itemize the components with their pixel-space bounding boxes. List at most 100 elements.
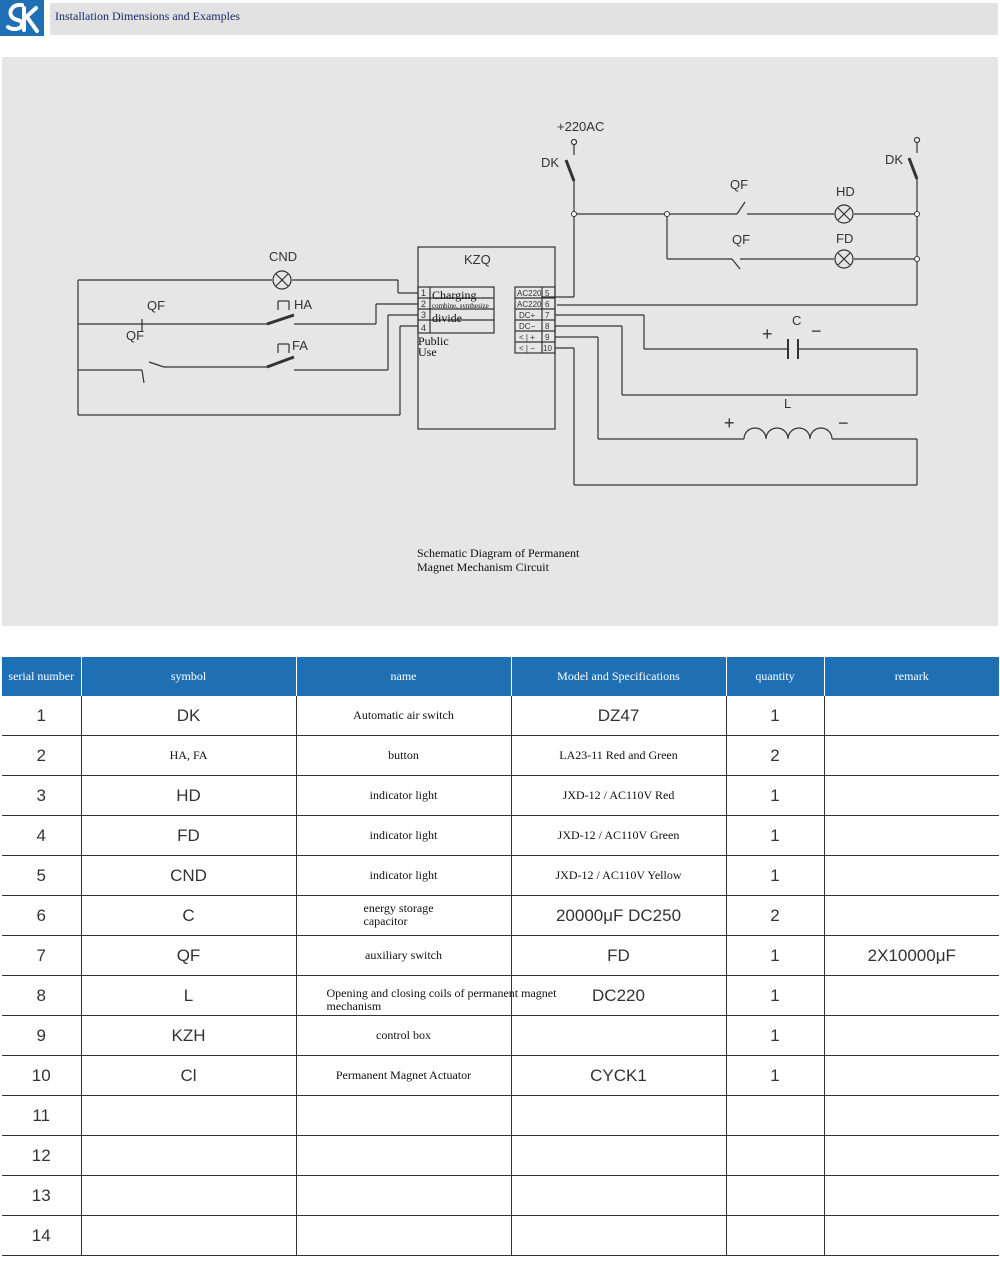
qf-mid-label: QF — [732, 232, 750, 247]
cell-quantity: 1 — [726, 975, 825, 1016]
table-row: 3 HD indicator light JXD-12 / AC110V Red… — [2, 775, 999, 816]
cell-quantity: 2 — [726, 735, 825, 776]
qf-left2-label: QF — [126, 328, 144, 343]
qf-top-label: QF — [730, 177, 748, 192]
cell-remark — [824, 1175, 999, 1216]
kzq-label: KZQ — [464, 252, 491, 267]
cell-symbol: FD — [81, 815, 297, 856]
cell-quantity: 2 — [726, 895, 825, 936]
cell-name: energy storage capacitor — [296, 895, 512, 936]
l-label: L — [784, 396, 791, 411]
table-row: 2 HA, FA button LA23-11 Red and Green 2 — [2, 735, 999, 776]
kzq-right-num-9: 9 — [545, 333, 550, 342]
cell-symbol: HD — [81, 775, 297, 816]
kzq-left-terminal-2: 2 — [421, 299, 426, 309]
kzq-text-combine: combine, synthesize — [432, 302, 489, 310]
table-row: 1 DK Automatic air switch DZ47 1 — [2, 696, 999, 736]
kzq-right-num-10: 10 — [543, 344, 552, 353]
company-logo — [0, 0, 44, 36]
cell-remark — [824, 1215, 999, 1256]
table-row: 5 CND indicator light JXD-12 / AC110V Ye… — [2, 855, 999, 896]
cell-symbol — [81, 1135, 297, 1176]
cell-symbol — [81, 1095, 297, 1136]
cell-remark — [824, 1095, 999, 1136]
table-row: 9 KZH control box 1 — [2, 1015, 999, 1056]
cell-remark — [824, 815, 999, 856]
cell-remark — [824, 1055, 999, 1096]
fd-label: FD — [836, 231, 853, 246]
cell-serial: 7 — [2, 935, 82, 976]
diagram-caption: Schematic Diagram of Permanent Magnet Me… — [417, 546, 579, 574]
cell-model — [511, 1015, 727, 1056]
header-model: Model and Specifications — [511, 657, 727, 696]
header-quantity: quantity — [726, 657, 825, 696]
cell-symbol: QF — [81, 935, 297, 976]
cell-quantity — [726, 1175, 825, 1216]
cell-model — [511, 1215, 727, 1256]
table-row: 8 L Opening and closing coils of permane… — [2, 975, 999, 1016]
table-row: 7 QF auxiliary switch FD 1 2X10000μF — [2, 935, 999, 976]
cell-remark — [824, 855, 999, 896]
cell-serial: 6 — [2, 895, 82, 936]
kzq-right-num-7: 7 — [545, 311, 550, 320]
header-bar: Installation Dimensions and Examples — [50, 3, 998, 35]
cell-quantity: 1 — [726, 815, 825, 856]
l-minus-label: − — [838, 413, 849, 433]
cell-serial: 12 — [2, 1135, 82, 1176]
cell-quantity: 1 — [726, 1055, 825, 1096]
cell-model — [511, 1095, 727, 1136]
kzq-right-label-9: < | + — [519, 333, 535, 342]
c-label: C — [792, 313, 801, 328]
supply-label: +220AC — [557, 119, 604, 134]
header-symbol: symbol — [81, 657, 297, 696]
cell-remark — [824, 696, 999, 736]
cell-name: control box — [296, 1015, 512, 1056]
kzq-right-label-8: DC− — [519, 322, 536, 331]
component-table: serial number symbol name Model and Spec… — [2, 657, 999, 1256]
cell-symbol — [81, 1175, 297, 1216]
cell-model: JXD-12 / AC110V Red — [511, 775, 727, 816]
cell-serial: 8 — [2, 975, 82, 1016]
cell-remark: 2X10000μF — [824, 935, 999, 976]
cell-name-text: energy storage capacitor — [363, 901, 434, 928]
table-row: 12 — [2, 1135, 999, 1176]
table-row: 10 Cl Permanent Magnet Actuator CYCK1 1 — [2, 1055, 999, 1096]
cell-quantity — [726, 1095, 825, 1136]
cell-name: Permanent Magnet Actuator — [296, 1055, 512, 1096]
kzq-right-label-5: AC220 — [517, 289, 542, 298]
cell-model: LA23-11 Red and Green — [511, 735, 727, 776]
page-header: Installation Dimensions and Examples — [0, 0, 1000, 36]
table-row: 14 — [2, 1215, 999, 1256]
table-row: 11 — [2, 1095, 999, 1136]
page-title: Installation Dimensions and Examples — [55, 9, 240, 23]
cell-model: DC220 — [511, 975, 727, 1016]
kzq-text-charging: Charging — [432, 288, 476, 302]
l-plus-label: + — [724, 413, 735, 433]
cell-serial: 14 — [2, 1215, 82, 1256]
cell-serial: 9 — [2, 1015, 82, 1056]
kzq-left-terminal-1: 1 — [421, 288, 426, 298]
dk-right-label: DK — [885, 152, 903, 167]
kzq-right-num-8: 8 — [545, 322, 550, 331]
cell-quantity: 1 — [726, 775, 825, 816]
cell-name — [296, 1175, 512, 1216]
cell-model: DZ47 — [511, 696, 727, 736]
cell-serial: 3 — [2, 775, 82, 816]
cell-name — [296, 1215, 512, 1256]
cell-symbol: L — [81, 975, 297, 1016]
dk-left-label: DK — [541, 155, 559, 170]
kzq-text-divide: divide — [432, 311, 462, 325]
caption-line-1: Schematic Diagram of Permanent — [417, 546, 580, 560]
cell-symbol: Cl — [81, 1055, 297, 1096]
hd-label: HD — [836, 184, 855, 199]
cell-name: indicator light — [296, 855, 512, 896]
cnd-label: CND — [269, 249, 297, 264]
cell-symbol — [81, 1215, 297, 1256]
table-header-row: serial number symbol name Model and Spec… — [2, 657, 999, 696]
cell-model: CYCK1 — [511, 1055, 727, 1096]
cell-remark — [824, 895, 999, 936]
cell-model: 20000μF DC250 — [511, 895, 727, 936]
kzq-left-terminal-4: 4 — [421, 323, 426, 333]
c-minus-label: − — [811, 321, 822, 341]
ha-label: HA — [294, 297, 312, 312]
